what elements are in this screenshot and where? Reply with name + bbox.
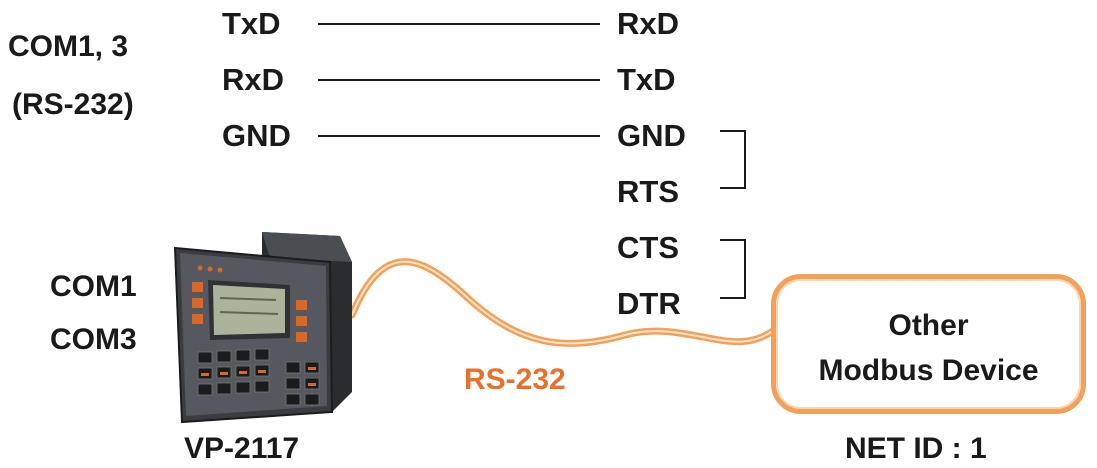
pin-right-gnd: GND: [617, 118, 686, 153]
device-box-line2: Modbus Device: [818, 354, 1039, 387]
pin-left-gnd: GND: [222, 118, 291, 153]
pin-left-rxd: RxD: [222, 62, 285, 97]
wire-txd-rxd: [318, 23, 600, 25]
device-box-line1: Other: [888, 309, 969, 342]
pin-right-dtr: DTR: [617, 286, 681, 321]
wire-rxd-txd: [318, 79, 600, 81]
device-name-vp2117: VP-2117: [184, 432, 300, 465]
rs232-subtitle: (RS-232): [12, 88, 134, 121]
com3-label: COM3: [50, 323, 137, 356]
pin-left-txd: TxD: [222, 6, 281, 41]
jumper-cts-dtr: [720, 239, 746, 299]
pin-right-rxd: RxD: [617, 6, 680, 41]
net-id-label: NET ID : 1: [845, 432, 987, 465]
rs232-cable: [348, 258, 784, 347]
pin-right-rts: RTS: [617, 174, 679, 209]
cable-label-rs232: RS-232: [464, 363, 566, 396]
other-modbus-device-box: Other Modbus Device: [771, 274, 1086, 414]
jumper-gnd-rts: [720, 130, 746, 189]
pin-right-txd: TxD: [617, 62, 676, 97]
com1-label: COM1: [50, 270, 137, 303]
com-ports-title: COM1, 3: [8, 30, 129, 63]
pin-right-cts: CTS: [617, 230, 679, 265]
wire-gnd-gnd: [318, 135, 600, 137]
vp2117-panel: [173, 232, 352, 424]
